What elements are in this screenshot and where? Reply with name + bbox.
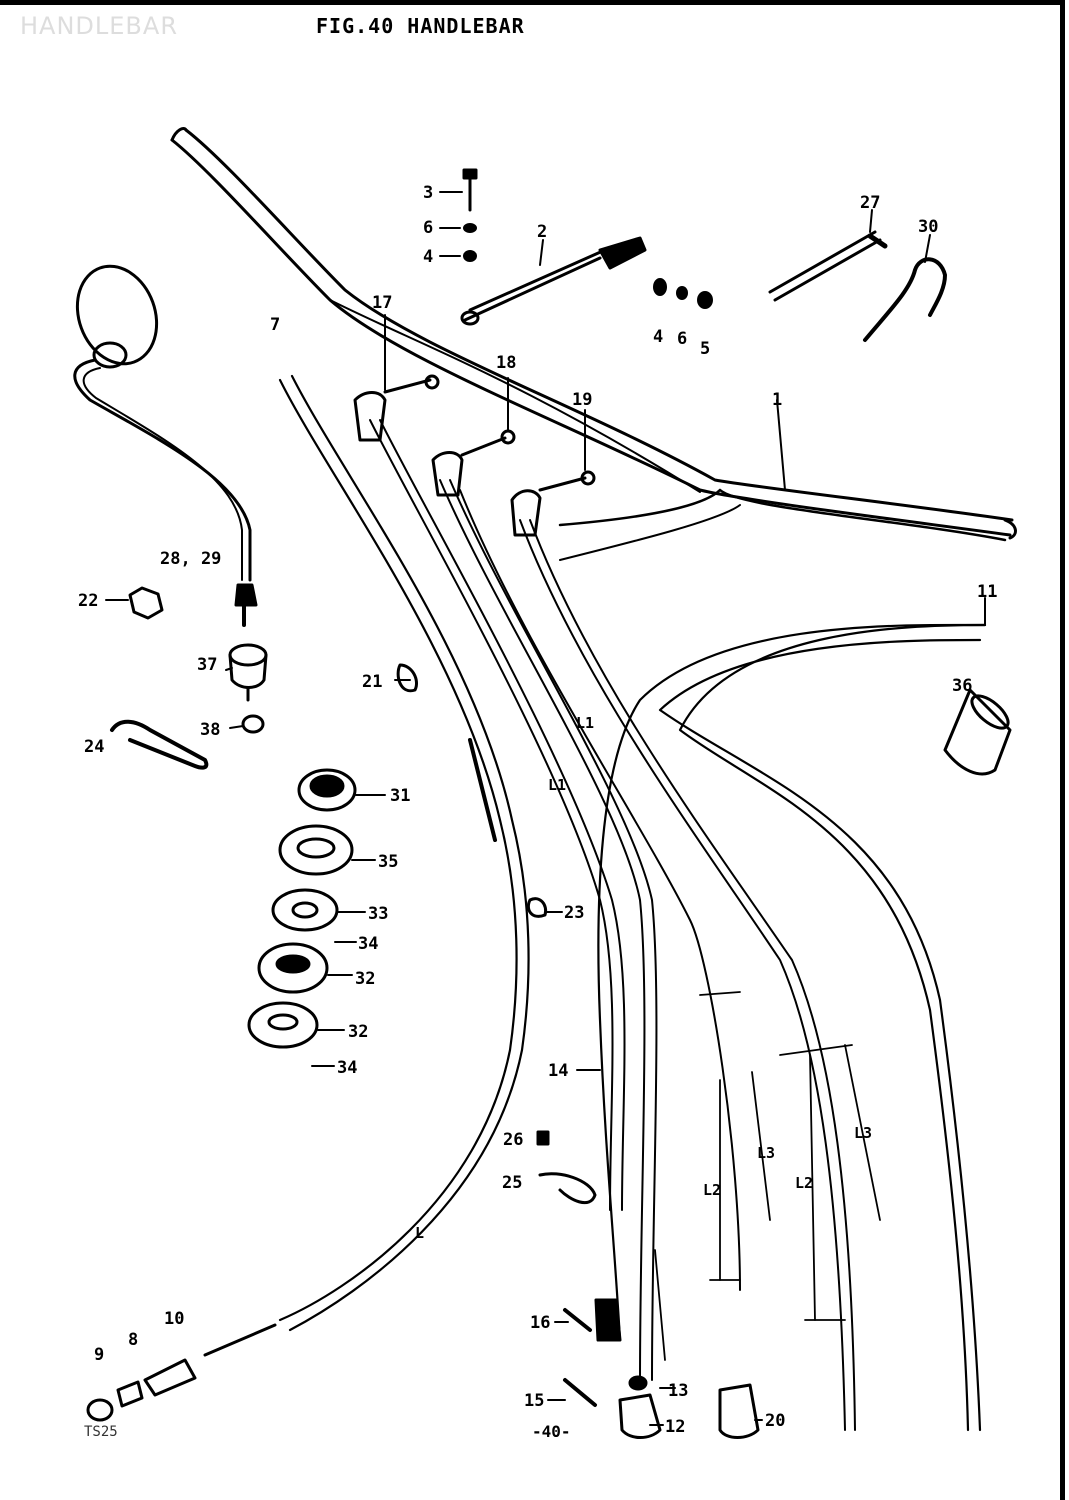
part-label-14: 14 (548, 1061, 568, 1081)
throttle-cables (369, 419, 856, 1431)
dim-label-L2b: L2 (795, 1174, 813, 1192)
part-label-15: 15 (524, 1391, 544, 1411)
frame-top-border (0, 0, 1063, 5)
dim-label-L2a: L2 (703, 1181, 721, 1199)
adjuster-parts-8-10 (86, 1358, 197, 1422)
part-label-11: 11 (977, 582, 997, 602)
part-label-22: 22 (78, 591, 98, 611)
bolt-part-3 (462, 168, 478, 212)
washer-stack-parts-31-35 (247, 768, 357, 1049)
part-label-6b: 6 (677, 329, 687, 349)
clamps-parts-17-19 (353, 374, 596, 537)
part-label-32b: 32 (348, 1022, 368, 1042)
part-label-37: 37 (197, 655, 217, 675)
model-code: TS25 (84, 1424, 118, 1440)
part-label-1: 1 (772, 390, 782, 410)
cable-end-part-27 (768, 230, 888, 302)
part-label-3: 3 (423, 183, 433, 203)
nut-part-22 (128, 586, 164, 620)
part-label-34b: 34 (337, 1058, 357, 1078)
leader-lines (105, 191, 986, 1426)
part-label-7: 7 (270, 315, 280, 335)
part-label-35: 35 (378, 852, 398, 872)
part-label-5: 5 (700, 339, 710, 359)
part-label-2: 2 (537, 222, 547, 242)
part-label-36: 36 (952, 676, 972, 696)
part-label-4b: 4 (653, 327, 663, 347)
clutch-cable (203, 374, 530, 1357)
part-label-25: 25 (502, 1173, 522, 1193)
part-label-4a: 4 (423, 247, 433, 267)
ghost-title: HANDLEBAR (20, 12, 178, 40)
part-label-6a: 6 (423, 218, 433, 238)
brake-cable (597, 623, 987, 1432)
part-label-16: 16 (530, 1313, 550, 1333)
part-label-26: 26 (503, 1130, 523, 1150)
part-label-13: 13 (668, 1381, 688, 1401)
part-label-28-29: 28, 29 (160, 549, 221, 569)
part-label-30: 30 (918, 217, 938, 237)
part-label-18: 18 (496, 353, 516, 373)
handlebar-part-1 (170, 126, 1017, 561)
clip-part-21 (396, 663, 418, 693)
part-label-8: 8 (128, 1330, 138, 1350)
switch-part-37 (228, 643, 268, 702)
page-number: -40- (532, 1422, 571, 1441)
part-label-20: 20 (765, 1411, 785, 1431)
part-label-24: 24 (84, 737, 104, 757)
part-label-21: 21 (362, 672, 382, 692)
nut-part-38 (241, 714, 265, 734)
part-label-17: 17 (372, 293, 392, 313)
part-label-27: 27 (860, 193, 880, 213)
lever-part-30 (863, 257, 947, 342)
part-label-9: 9 (94, 1345, 104, 1365)
part-label-19: 19 (572, 390, 592, 410)
throttle-end-parts-12-16 (563, 1298, 760, 1439)
dim-label-L1b: L1 (548, 776, 566, 794)
dim-label-L: L (415, 1224, 424, 1242)
part-label-10: 10 (164, 1309, 184, 1329)
clip-part-23 (526, 897, 548, 918)
bracket-part-24 (110, 719, 209, 770)
frame-right-border (1060, 0, 1065, 1500)
dim-label-L1a: L1 (576, 714, 594, 732)
dim-label-L3a: L3 (757, 1144, 775, 1162)
mirror-assembly (73, 264, 258, 627)
part-label-38: 38 (200, 720, 220, 740)
dimension-ticks (654, 991, 881, 1361)
part-labels: 1 2 3 4 4 5 6 6 7 8 9 10 11 12 13 14 15 … (78, 183, 997, 1437)
part-label-31: 31 (390, 786, 410, 806)
part-label-12: 12 (665, 1417, 685, 1437)
lever-spring-part-2 (460, 236, 647, 326)
part-label-34a: 34 (358, 934, 378, 954)
eyelet-parts-25-26 (536, 1130, 597, 1205)
part-label-32a: 32 (355, 969, 375, 989)
figure-title: FIG.40 HANDLEBAR (316, 14, 525, 38)
grip-part-36 (943, 688, 1012, 776)
part-label-33: 33 (368, 904, 388, 924)
part-label-23: 23 (564, 903, 584, 923)
washers-parts-4-6 (463, 223, 713, 309)
